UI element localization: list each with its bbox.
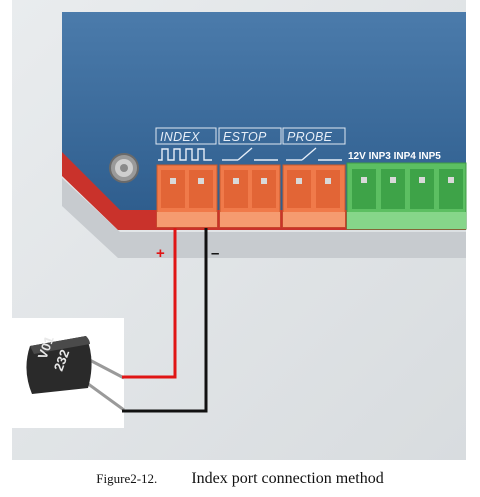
board-shadow: [62, 178, 466, 258]
probe-label-box: [282, 127, 346, 145]
black-wire: [122, 228, 208, 413]
connection-photo: INDEX ESTOP PROBE 12V INP3 INP4 INP5: [12, 0, 467, 460]
estop-port-label: ESTOP: [223, 130, 267, 144]
hall-sensor: V01 232: [26, 334, 125, 412]
probe-switch-symbol-icon: [286, 147, 342, 161]
sensor-marking-line2: 232: [51, 348, 73, 374]
probe-port-label: PROBE: [287, 130, 333, 144]
index-port-label: INDEX: [160, 130, 200, 144]
estop-switch-symbol-icon: [222, 147, 278, 161]
figure-number: Figure2-12.: [96, 471, 158, 486]
index-label-box: [155, 127, 217, 145]
figure-title: Index port connection method: [191, 470, 384, 487]
red-wire: [122, 228, 177, 379]
inputs-port-label: 12V INP3 INP4 INP5: [348, 151, 441, 162]
sensor-marking-line1: V01: [35, 334, 57, 361]
estop-connector: [219, 164, 281, 228]
plus-polarity-label: +: [156, 245, 165, 262]
estop-label-box: [218, 127, 282, 145]
controller-board: [62, 12, 466, 210]
mounting-screw-icon: [109, 153, 139, 183]
inputs-connector: [346, 162, 467, 230]
figure-caption: Figure2-12. Index port connection method: [0, 470, 480, 488]
index-connector: [156, 164, 218, 228]
probe-connector: [282, 164, 346, 228]
minus-polarity-label: –: [211, 245, 219, 262]
pulse-symbol-icon: [158, 148, 212, 161]
